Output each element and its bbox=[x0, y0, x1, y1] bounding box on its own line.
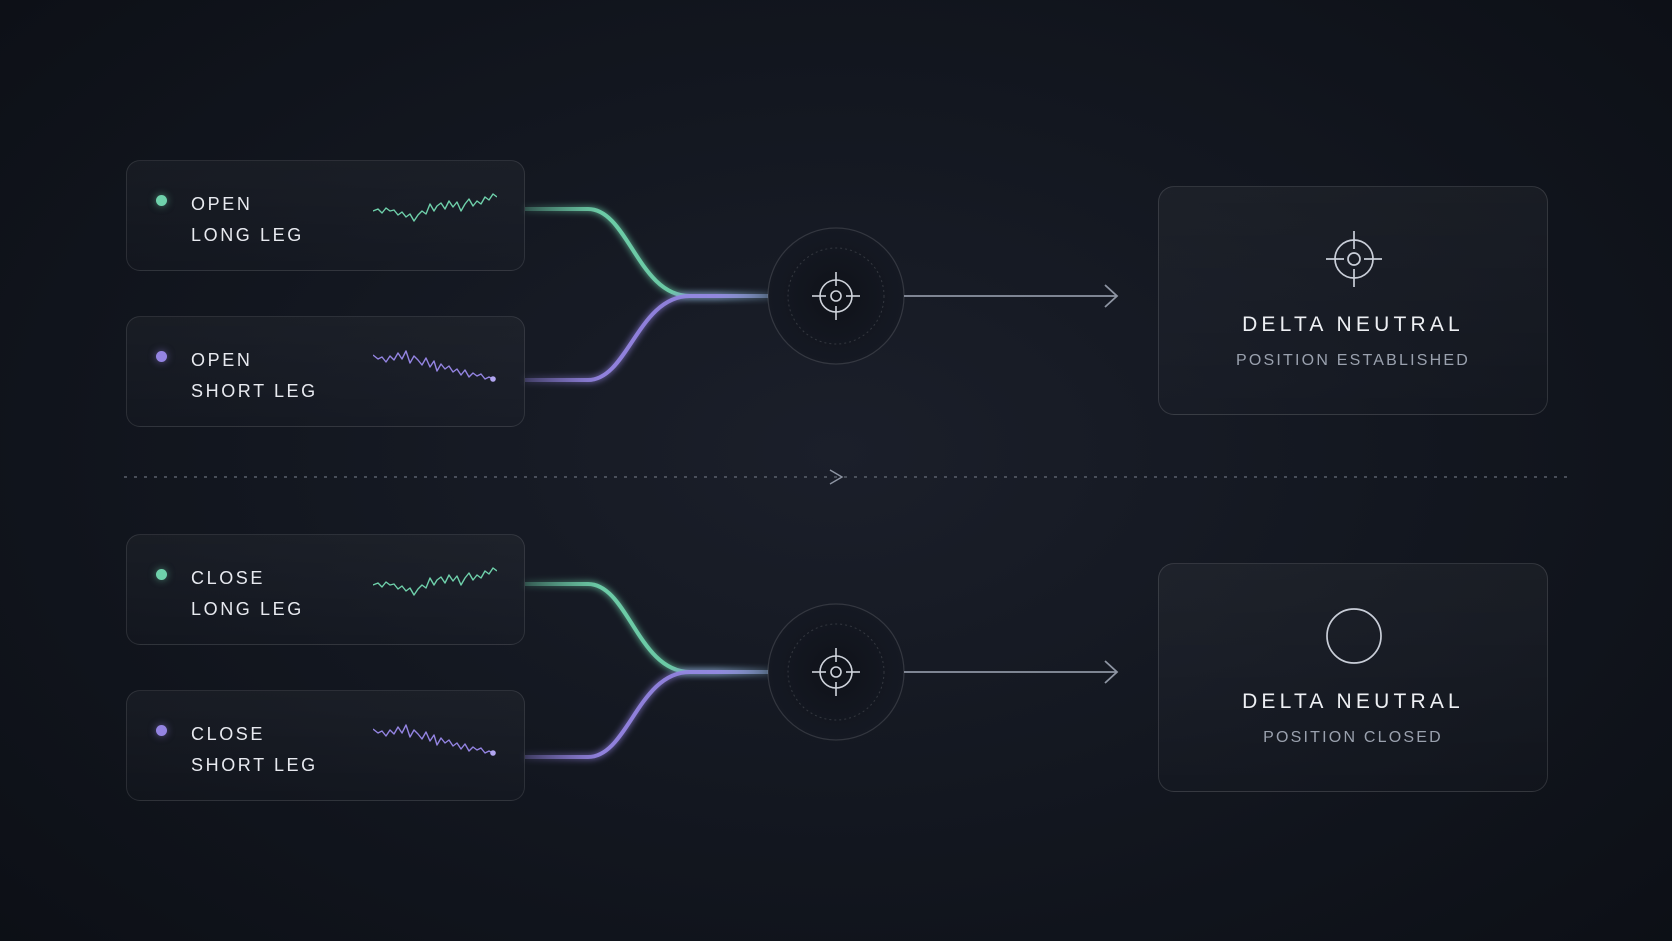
open-long-leg-card: OPEN LONG LEG bbox=[126, 160, 525, 271]
leg-label: CLOSE LONG LEG bbox=[191, 563, 304, 625]
position-closed-card: DELTA NEUTRAL POSITION CLOSED bbox=[1158, 563, 1548, 792]
long-sparkline bbox=[373, 567, 497, 596]
empty-circle-icon bbox=[1326, 608, 1382, 664]
leg-side: LONG LEG bbox=[191, 225, 304, 245]
flow-2-connectors bbox=[525, 582, 1119, 759]
leg-label: OPEN LONG LEG bbox=[191, 189, 304, 251]
crosshair-icon bbox=[1326, 231, 1382, 287]
crosshair-icon bbox=[812, 648, 860, 696]
leg-label: OPEN SHORT LEG bbox=[191, 345, 318, 407]
arrow-to-result bbox=[904, 660, 1119, 684]
leg-action: OPEN bbox=[191, 194, 253, 214]
short-leg-connector bbox=[525, 294, 770, 382]
crosshair-icon bbox=[812, 272, 860, 320]
result-subtitle: POSITION ESTABLISHED bbox=[1236, 352, 1470, 369]
long-leg-connector bbox=[525, 207, 770, 298]
leg-side: LONG LEG bbox=[191, 599, 304, 619]
short-status-dot bbox=[156, 351, 167, 362]
leg-side: SHORT LEG bbox=[191, 755, 318, 775]
long-status-dot bbox=[156, 195, 167, 206]
long-sparkline bbox=[373, 193, 497, 222]
position-established-card: DELTA NEUTRAL POSITION ESTABLISHED bbox=[1158, 186, 1548, 415]
hub-node bbox=[767, 603, 905, 741]
result-title: DELTA NEUTRAL bbox=[1242, 690, 1464, 713]
short-sparkline bbox=[373, 350, 496, 382]
close-short-leg-card: CLOSE SHORT LEG bbox=[126, 690, 525, 801]
long-leg-connector bbox=[525, 582, 770, 674]
leg-action: OPEN bbox=[191, 350, 253, 370]
flow-1-connectors bbox=[525, 207, 1119, 382]
leg-label: CLOSE SHORT LEG bbox=[191, 719, 318, 781]
short-leg-connector bbox=[525, 670, 770, 759]
close-long-leg-card: CLOSE LONG LEG bbox=[126, 534, 525, 645]
open-short-leg-card: OPEN SHORT LEG bbox=[126, 316, 525, 427]
arrow-to-result bbox=[904, 284, 1119, 308]
hub-node bbox=[767, 227, 905, 365]
leg-side: SHORT LEG bbox=[191, 381, 318, 401]
leg-action: CLOSE bbox=[191, 568, 266, 588]
short-sparkline bbox=[373, 724, 496, 756]
leg-action: CLOSE bbox=[191, 724, 266, 744]
result-subtitle: POSITION CLOSED bbox=[1263, 729, 1443, 746]
short-status-dot bbox=[156, 725, 167, 736]
long-status-dot bbox=[156, 569, 167, 580]
divider-arrow-icon bbox=[829, 469, 844, 485]
section-divider bbox=[124, 469, 1568, 485]
result-title: DELTA NEUTRAL bbox=[1242, 313, 1464, 336]
